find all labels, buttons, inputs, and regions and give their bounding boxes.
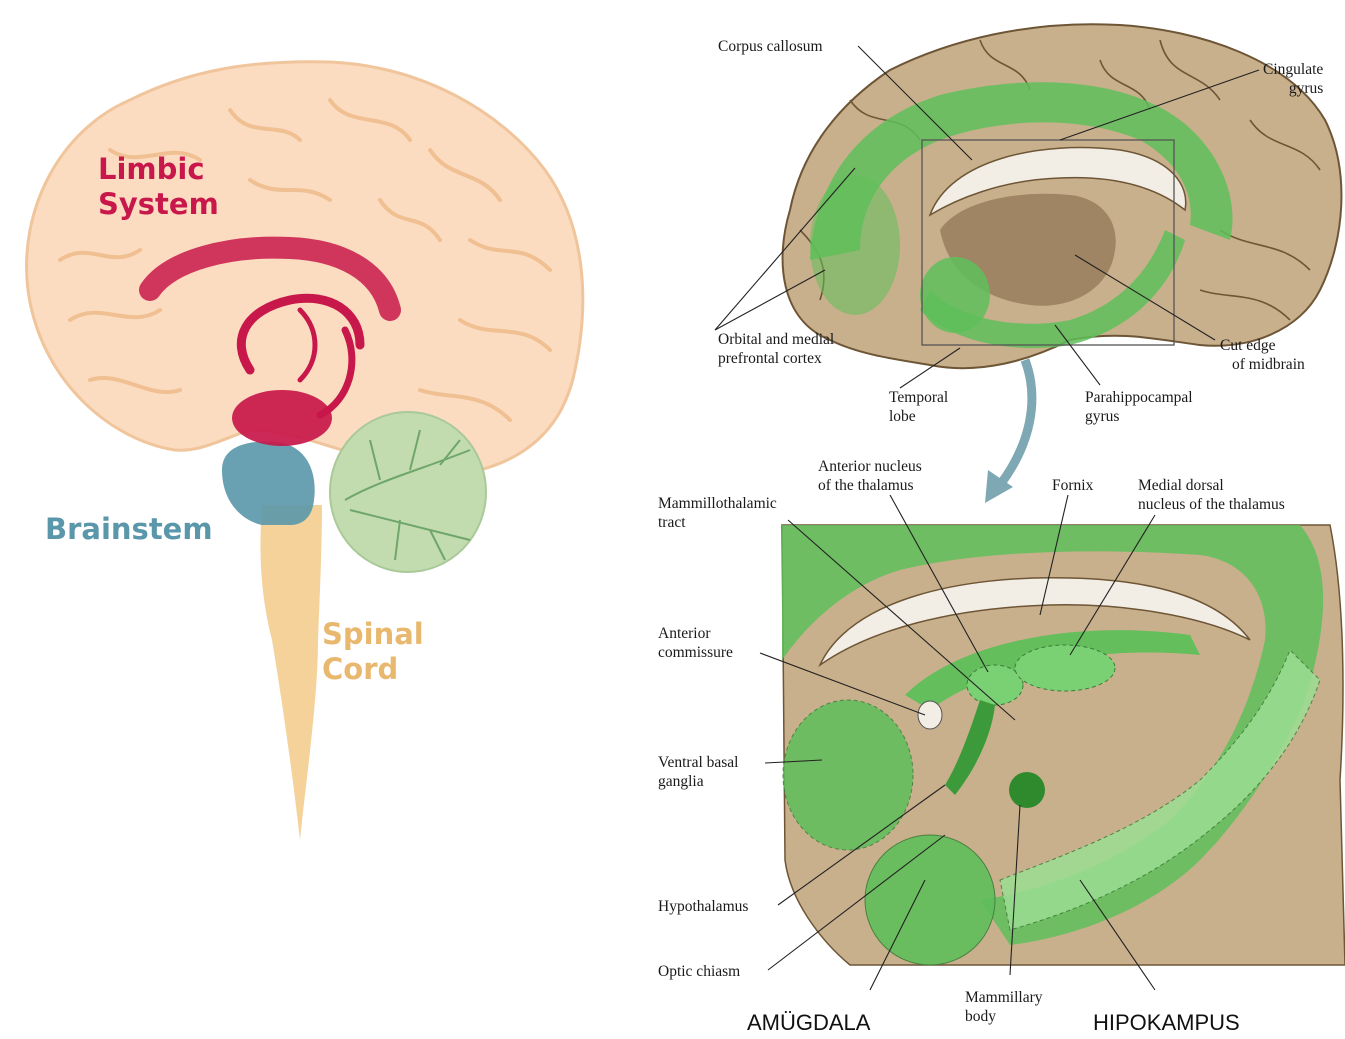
amygdala-caption: AMÜGDALA bbox=[747, 1010, 870, 1036]
anterior-commissure-label: Anterior commissure bbox=[658, 624, 733, 662]
limbic-brain-illustration: Limbic System Brainstem Spinal Cord bbox=[0, 0, 600, 1039]
limbic-detail-diagram: Corpus callosum Cingulate gyrus Orbital … bbox=[600, 0, 1345, 1039]
cerebellum-shape bbox=[330, 412, 486, 572]
orbital-prefrontal-label: Orbital and medial prefrontal cortex bbox=[718, 330, 834, 368]
brainstem-shape bbox=[222, 442, 315, 525]
top-amygdala-shape bbox=[920, 257, 990, 333]
limbic-core-shape bbox=[232, 390, 332, 446]
parahippocampal-gyrus-label: Parahippocampal gyrus bbox=[1085, 388, 1193, 426]
hippocampus-caption: HIPOKAMPUS bbox=[1093, 1010, 1240, 1036]
zoom-arrow bbox=[1000, 360, 1032, 485]
ventral-basal-ganglia-label: Ventral basal ganglia bbox=[658, 753, 738, 791]
spinal-cord-shape bbox=[260, 505, 322, 840]
temporal-lobe-label: Temporal lobe bbox=[889, 388, 948, 426]
top-prefrontal-shape bbox=[810, 175, 900, 315]
medial-dorsal-shape bbox=[1015, 645, 1115, 691]
optic-chiasm-label: Optic chiasm bbox=[658, 962, 740, 981]
mammillary-body-label: Mammillary body bbox=[965, 988, 1043, 1026]
anterior-commissure-shape bbox=[918, 701, 942, 729]
spinal-cord-label: Spinal Cord bbox=[322, 617, 424, 687]
cingulate-gyrus-label: Cingulate gyrus bbox=[1263, 60, 1323, 98]
cut-edge-midbrain-label: Cut edge of midbrain bbox=[1220, 336, 1305, 374]
mammillary-body-shape bbox=[1009, 772, 1045, 808]
limbic-system-label: Limbic System bbox=[98, 152, 219, 222]
mammillothalamic-tract-label: Mammillothalamic tract bbox=[658, 494, 777, 532]
fornix-label: Fornix bbox=[1052, 476, 1093, 495]
anterior-nucleus-label: Anterior nucleus of the thalamus bbox=[818, 457, 922, 495]
corpus-callosum-label: Corpus callosum bbox=[718, 37, 823, 56]
hypothalamus-label: Hypothalamus bbox=[658, 897, 748, 916]
brainstem-label: Brainstem bbox=[45, 512, 213, 547]
ventral-basal-ganglia-shape bbox=[783, 700, 913, 850]
amygdala-shape bbox=[865, 835, 995, 965]
medial-dorsal-label: Medial dorsal nucleus of the thalamus bbox=[1138, 476, 1285, 514]
